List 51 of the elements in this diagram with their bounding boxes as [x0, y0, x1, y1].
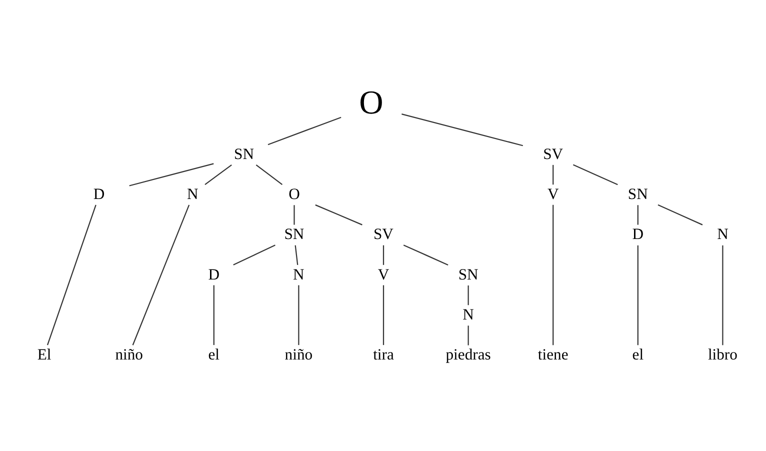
node-text: piedras — [445, 346, 490, 364]
connector — [636, 205, 638, 225]
connector — [232, 244, 275, 266]
connector — [382, 285, 384, 346]
node-text: el — [632, 346, 644, 364]
node-text: tira — [372, 346, 394, 364]
node-text: V — [377, 266, 389, 284]
node-text: SV — [542, 146, 563, 163]
node-text: SN — [234, 146, 254, 163]
node-text: N — [292, 266, 304, 284]
connector — [382, 245, 384, 265]
connector — [204, 164, 232, 186]
node-text: el — [208, 346, 220, 364]
connector — [552, 164, 554, 185]
node-text: N — [186, 186, 198, 203]
connector — [128, 163, 214, 186]
node-text: O — [288, 186, 300, 203]
connector — [255, 164, 282, 186]
connector — [552, 204, 554, 346]
node-text: SV — [373, 226, 393, 244]
connector — [314, 204, 362, 226]
node-text: SN — [458, 266, 478, 284]
node-text: tiene — [537, 346, 568, 364]
node-text: O — [358, 84, 383, 122]
connector — [722, 245, 723, 346]
connector — [402, 244, 448, 266]
connector — [294, 245, 298, 266]
node-text: D — [208, 266, 220, 284]
connector — [467, 326, 468, 346]
connector — [46, 204, 96, 346]
node-text: D — [632, 226, 644, 244]
node-text: SN — [627, 186, 648, 203]
connector — [293, 205, 294, 225]
node-text: niño — [114, 346, 142, 364]
node-text: V — [546, 186, 558, 203]
node-text: SN — [284, 226, 304, 244]
connector — [132, 204, 190, 346]
connector — [401, 114, 522, 146]
connector — [267, 116, 341, 146]
node-text: libro — [707, 346, 737, 364]
connector — [657, 204, 702, 226]
connector — [572, 164, 618, 186]
node-text: El — [36, 346, 51, 364]
node-text: N — [462, 306, 474, 324]
connector — [212, 285, 214, 346]
connector — [467, 285, 468, 306]
node-text: N — [716, 226, 728, 244]
node-text: niño — [284, 346, 312, 364]
node-text: D — [92, 186, 104, 203]
connector — [636, 245, 638, 346]
connector — [298, 285, 299, 346]
